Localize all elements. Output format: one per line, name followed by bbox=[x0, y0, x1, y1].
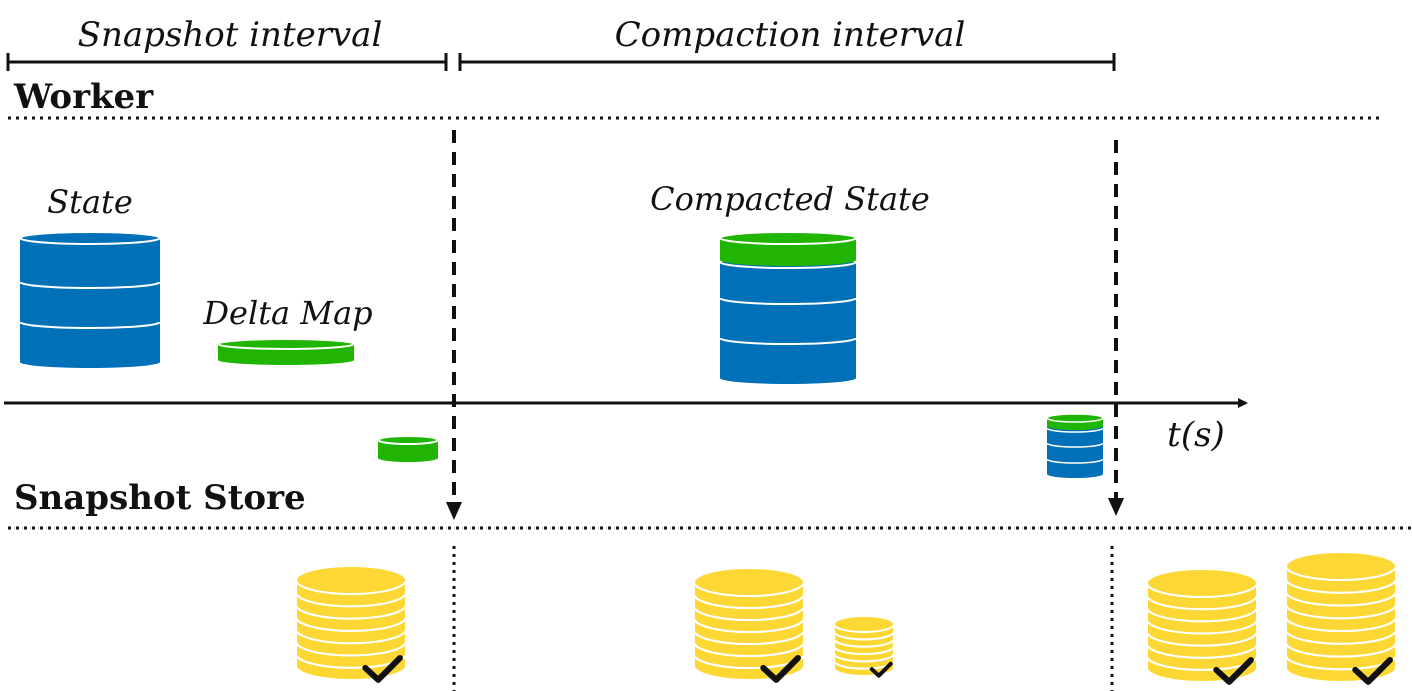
state-database-icon bbox=[19, 231, 161, 368]
snapshot-transfer-arrowhead bbox=[446, 502, 462, 520]
compaction-interval-label: Compaction interval bbox=[615, 15, 966, 55]
state-label: State bbox=[47, 183, 133, 221]
time-axis-label: t(s) bbox=[1167, 415, 1225, 455]
checkmark-icon bbox=[1352, 657, 1393, 685]
delta-snapshot-coin-stack-icon bbox=[833, 615, 895, 678]
delta-transfer-database-icon bbox=[377, 435, 439, 462]
compacted-state-label: Compacted State bbox=[650, 180, 930, 218]
checkmark-icon bbox=[362, 655, 403, 683]
full-snapshot-coin-stack-icon bbox=[693, 567, 805, 683]
snapshot-interval-bracket bbox=[6, 53, 448, 71]
compacted-transfer-database-icon bbox=[1046, 413, 1104, 478]
compaction-interval-bracket bbox=[458, 53, 1116, 71]
worker-title: Worker bbox=[13, 77, 154, 117]
snapshot-interval-label: Snapshot interval bbox=[78, 15, 383, 55]
checkmark-icon bbox=[760, 655, 801, 683]
checkmark-icon bbox=[1213, 657, 1254, 685]
delta-map-label: Delta Map bbox=[202, 294, 372, 332]
full-snapshot-coin-stack-icon bbox=[1146, 568, 1258, 685]
full-snapshot-coin-stack-icon bbox=[295, 565, 407, 683]
compaction-transfer-arrowhead bbox=[1108, 498, 1124, 516]
delta-map-database-icon bbox=[217, 338, 355, 365]
full-snapshot-coin-stack-icon bbox=[1285, 551, 1397, 685]
snapshot-store-contents bbox=[295, 551, 1397, 685]
snapshot-store-title: Snapshot Store bbox=[14, 478, 306, 518]
checkmark-icon bbox=[869, 661, 893, 678]
compacted-state-database-icon bbox=[719, 231, 857, 384]
